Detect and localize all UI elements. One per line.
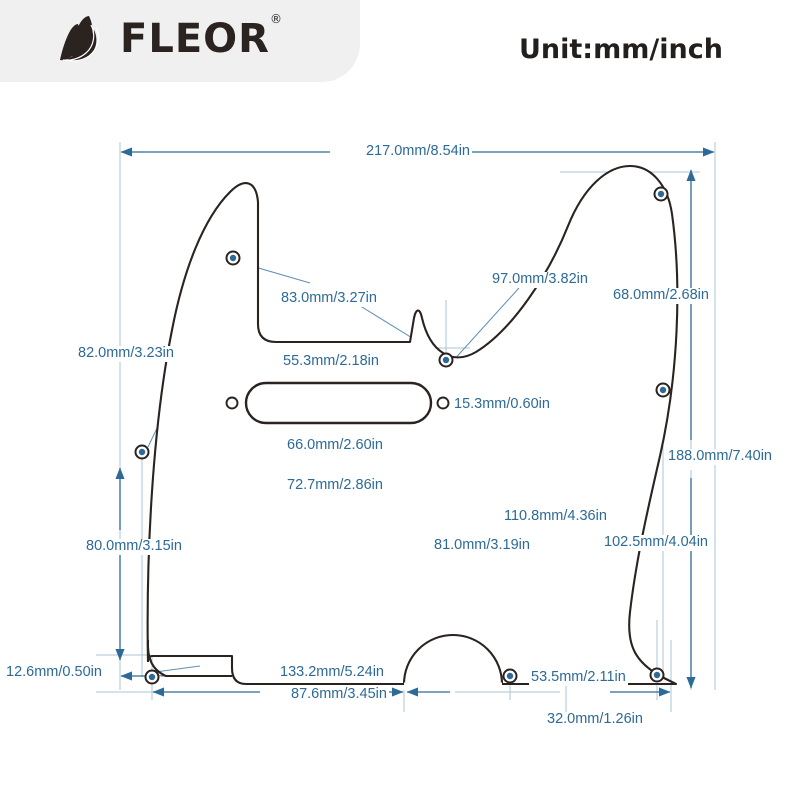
bottom-left-edge <box>146 639 232 678</box>
neck-pickup-slot <box>244 381 433 425</box>
brand-wordmark: FLEOR ® <box>120 13 282 62</box>
dimension-label-overall-height: 188.0mm/7.40in <box>666 448 774 465</box>
dimension-label-left-horn-height: 82.0mm/3.23in <box>76 345 176 362</box>
dimension-label-pickup-mount-span: 72.7mm/2.86in <box>285 477 385 494</box>
dimension-label-neck-pocket-offset: 97.0mm/3.82in <box>490 271 590 288</box>
registered-trademark-icon: ® <box>269 12 283 26</box>
brand-plate: FLEOR ® <box>0 0 360 82</box>
dimension-label-overall-width: 217.0mm/8.54in <box>364 143 472 160</box>
dimension-label-upper-left-horn-gap: 83.0mm/3.27in <box>279 290 379 307</box>
brand-name: FLEOR <box>120 16 270 62</box>
dimension-label-bottom-short-run: 87.6mm/3.45in <box>289 686 389 703</box>
dimension-label-pickup-slot-width: 66.0mm/2.60in <box>285 437 385 454</box>
dimension-label-jack-bump-offset: 53.5mm/2.11in <box>529 669 628 686</box>
jack-cutout-bump <box>402 634 504 685</box>
unit-label: Unit:mm/inch <box>519 34 723 65</box>
dimension-label-left-edge-drop: 80.0mm/3.15in <box>84 538 184 555</box>
dimension-label-bottom-long-run: 133.2mm/5.24in <box>278 664 386 681</box>
dimension-label-bridge-offset: 102.5mm/4.04in <box>602 534 710 551</box>
dimension-label-jack-bump-width: 32.0mm/1.26in <box>545 711 645 728</box>
dimension-label-right-mid-drop: 110.8mm/4.36in <box>502 508 609 525</box>
leaf-logo-icon <box>60 16 99 62</box>
dimension-label-bottom-left-step: 12.6mm/0.50in <box>4 664 104 681</box>
dimension-label-neck-cut-width: 55.3mm/2.18in <box>281 353 381 370</box>
dimension-label-center-drop: 81.0mm/3.19in <box>432 537 532 554</box>
pickguard-outline <box>146 164 679 686</box>
brand-lockup: FLEOR ® <box>58 13 282 64</box>
screw-holes <box>134 186 671 685</box>
dimension-label-pickup-slot-height: 15.3mm/0.60in <box>452 396 552 413</box>
dimension-label-right-horn-height: 68.0mm/2.68in <box>611 287 711 304</box>
